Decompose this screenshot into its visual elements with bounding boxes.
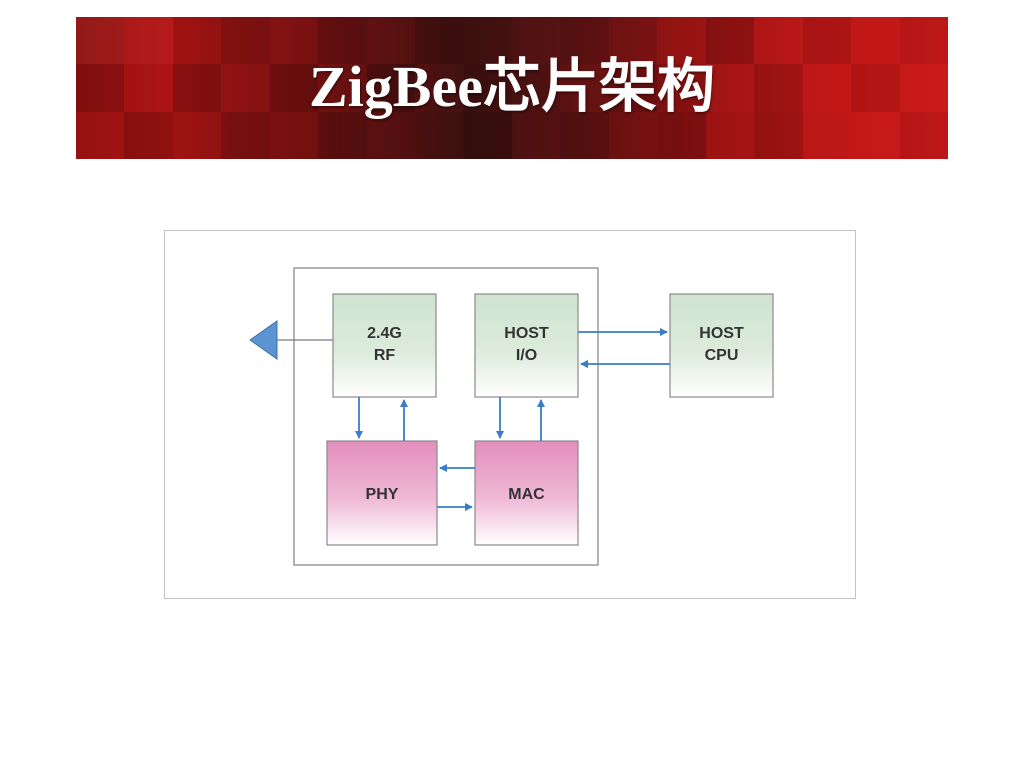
host-cpu-label-line2: CPU [705,347,739,364]
block-host-cpu: HOST CPU [669,293,774,398]
host-io-label-line2: I/O [516,347,537,364]
title-banner: ZigBee芯片架构 [76,17,948,159]
block-mac: MAC [474,440,579,546]
block-phy: PHY [326,440,438,546]
rf-label-line1: 2.4G [367,325,402,342]
phy-label: PHY [366,486,399,503]
architecture-diagram: 2.4G RF HOST I/O HOST CPU PHY MAC [249,267,774,566]
host-cpu-label-line1: HOST [699,325,744,342]
host-io-label-line1: HOST [504,325,549,342]
antenna-icon [249,320,278,360]
block-rf: 2.4G RF [332,293,437,398]
slide-title: ZigBee芯片架构 [309,54,715,119]
banner-mosaic [76,17,948,159]
block-host-io: HOST I/O [474,293,579,398]
diagram-frame: 2.4G RF HOST I/O HOST CPU PHY MAC [164,230,856,599]
mac-label: MAC [508,486,545,503]
rf-label-line2: RF [374,347,396,364]
